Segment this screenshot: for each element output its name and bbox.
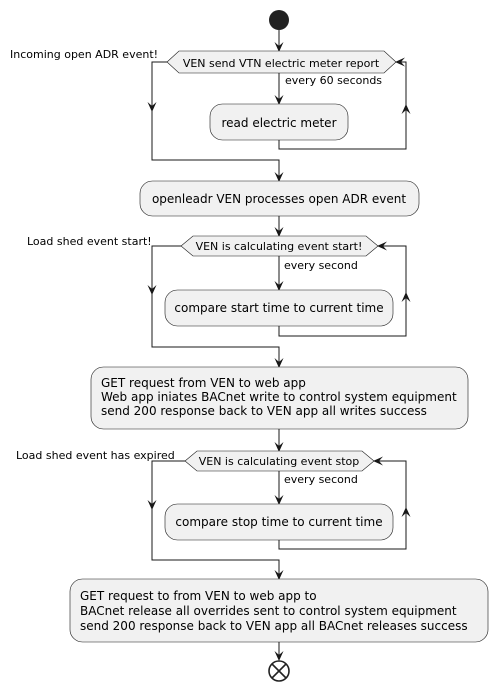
repeat-label-start: every second bbox=[284, 259, 358, 272]
get-request-start-line2: Web app iniates BACnet write to control … bbox=[101, 390, 457, 404]
activity-process-event-label: openleadr VEN processes open ADR event bbox=[152, 192, 406, 206]
get-request-start-line1: GET request from VEN to web app bbox=[101, 376, 306, 390]
exit-label-start: Load shed event start! bbox=[27, 235, 152, 248]
activity-compare-stop-label: compare stop time to current time bbox=[175, 515, 382, 529]
loop-event-start: VEN is calculating event start! every se… bbox=[27, 235, 411, 368]
exit-label-stop: Load shed event has expired bbox=[16, 449, 175, 462]
get-request-stop-line2: BACnet release all overrides sent to con… bbox=[80, 604, 457, 618]
activity-compare-start-label: compare start time to current time bbox=[174, 301, 383, 315]
decision-event-stop-label: VEN is calculating event stop bbox=[199, 455, 360, 468]
decision-meter-report-label: VEN send VTN electric meter report bbox=[183, 57, 380, 70]
decision-event-start-label: VEN is calculating event start! bbox=[196, 240, 363, 253]
loop-event-stop: VEN is calculating event stop every seco… bbox=[16, 449, 411, 580]
repeat-label-meter: every 60 seconds bbox=[285, 74, 382, 87]
repeat-label-stop: every second bbox=[284, 473, 358, 486]
start-node bbox=[269, 10, 289, 30]
get-request-stop-line1: GET request to from VEN to web app to bbox=[80, 589, 317, 603]
get-request-stop-line3: send 200 response back to VEN app all BA… bbox=[80, 619, 468, 633]
get-request-start-line3: send 200 response back to VEN app all wr… bbox=[101, 404, 427, 418]
loop-meter-report: VEN send VTN electric meter report every… bbox=[10, 48, 411, 182]
exit-label-meter: Incoming open ADR event! bbox=[10, 48, 158, 61]
activity-read-meter-label: read electric meter bbox=[221, 116, 336, 130]
end-node bbox=[268, 660, 290, 682]
